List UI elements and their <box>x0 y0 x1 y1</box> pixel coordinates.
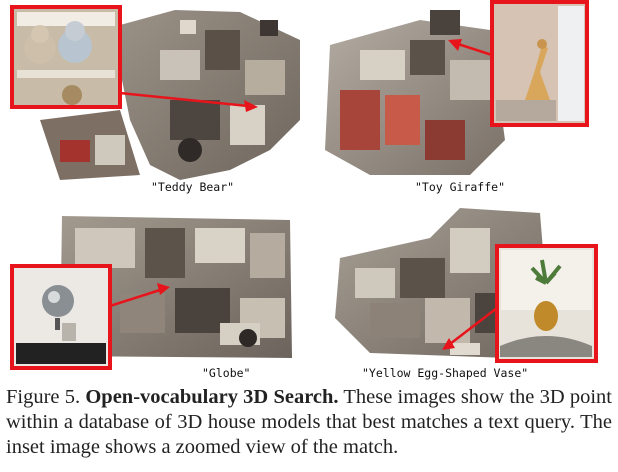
caption-label: Figure 5. <box>6 386 81 408</box>
query-label: "Yellow Egg-Shaped Vase" <box>362 366 529 380</box>
query-label: "Toy Giraffe" <box>415 180 506 194</box>
figure-caption: Figure 5. Open-vocabulary 3D Search. The… <box>6 385 612 460</box>
caption-text: These images show the 3D point within a … <box>6 386 612 458</box>
panel-globe: "Globe" <box>0 198 310 380</box>
floorplan-render <box>325 0 589 175</box>
floorplan-render <box>10 5 300 180</box>
caption-title: Open-vocabulary 3D Search. <box>85 386 339 408</box>
floorplan-render <box>335 208 598 363</box>
panel-yellow-egg-shaped-vase: "Yellow Egg-Shaped Vase" <box>310 198 618 380</box>
figure: "Teddy Bear" " <box>0 0 618 380</box>
panel-teddy-bear: "Teddy Bear" <box>0 0 310 195</box>
floorplan-render <box>10 216 292 370</box>
query-label: "Globe" <box>202 366 251 380</box>
panel-toy-giraffe: "Toy Giraffe" <box>310 0 618 195</box>
query-label: "Teddy Bear" <box>151 180 235 194</box>
